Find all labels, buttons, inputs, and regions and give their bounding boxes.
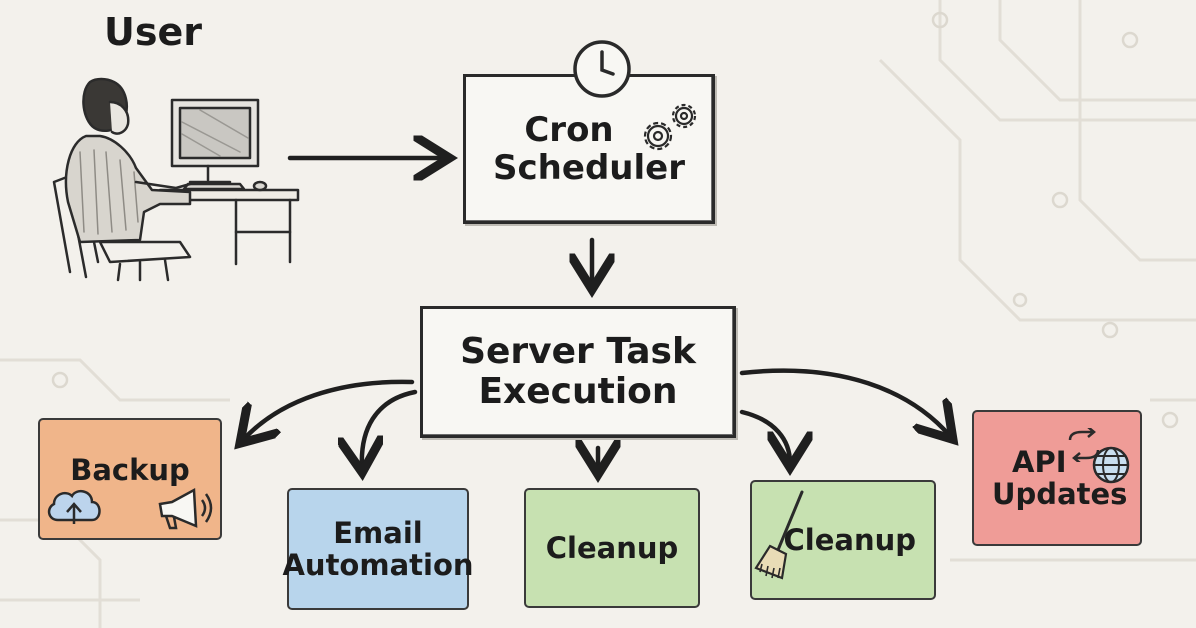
api-line1: API bbox=[1012, 444, 1067, 479]
cron-scheduler-line1: Cron bbox=[524, 109, 614, 150]
server-task-line2: Execution bbox=[478, 371, 678, 412]
edge-executor-to-cleanup-2 bbox=[739, 409, 790, 463]
cleanup-box-2: Cleanup bbox=[750, 480, 936, 600]
edge-executor-to-api bbox=[739, 368, 950, 436]
cron-scheduler-box: Cron Scheduler bbox=[463, 74, 715, 224]
sync-arrows-icon bbox=[1068, 428, 1100, 462]
cloud-upload-icon bbox=[47, 489, 101, 524]
broom-icon bbox=[754, 490, 804, 580]
globe-icon bbox=[1092, 446, 1130, 484]
clock-icon bbox=[573, 40, 631, 98]
user-at-computer-icon bbox=[52, 77, 300, 282]
cleanup-2-label: Cleanup bbox=[783, 522, 916, 557]
user-label: User bbox=[104, 10, 202, 54]
email-line2: Automation bbox=[282, 548, 474, 582]
cron-scheduler-line2: Scheduler bbox=[493, 148, 685, 188]
server-task-line1: Server Task bbox=[460, 330, 696, 372]
megaphone-icon bbox=[158, 487, 213, 530]
cleanup-1-label: Cleanup bbox=[545, 530, 679, 565]
email-line1: Email bbox=[333, 515, 423, 550]
edge-executor-to-email bbox=[362, 389, 418, 468]
api-updates-box: API Updates bbox=[972, 410, 1142, 546]
backup-label: Backup bbox=[70, 453, 190, 487]
server-task-execution-box: Server Task Execution bbox=[420, 306, 736, 438]
email-automation-box: Email Automation bbox=[282, 488, 474, 610]
api-line2: Updates bbox=[992, 477, 1128, 511]
cleanup-box-1: Cleanup bbox=[524, 488, 700, 608]
gears-icon bbox=[643, 103, 697, 151]
edge-executor-to-backup bbox=[243, 379, 415, 440]
